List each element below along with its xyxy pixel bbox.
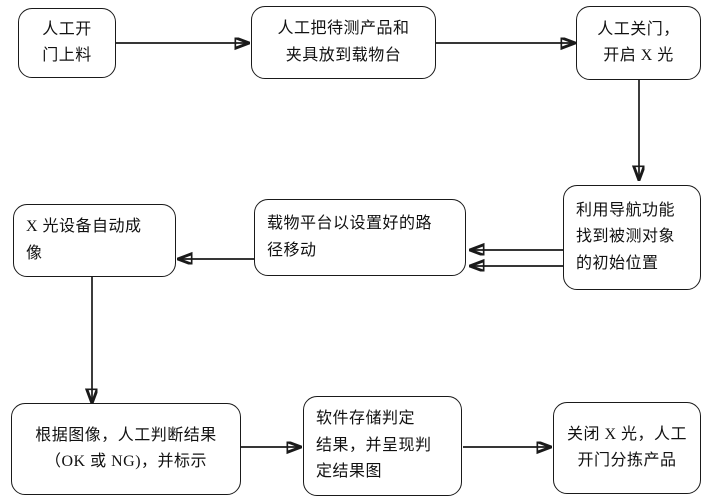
node-navigate-to-initial-position[interactable]: 利用导航功能 找到被测对象 的初始位置 [563,185,701,290]
node-manual-open-door-load[interactable]: 人工开 门上料 [18,8,116,78]
node-label: 根据图像，人工判断结果 （OK 或 NG)，并标示 [35,426,217,470]
node-label: X 光设备自动成 像 [26,218,142,262]
node-label: 人工关门， 开启 X 光 [597,20,680,64]
node-manual-judge-result[interactable]: 根据图像，人工判断结果 （OK 或 NG)，并标示 [11,403,241,495]
node-label: 利用导航功能 找到被测对象 的初始位置 [576,201,676,272]
node-turn-off-xray-sort-products[interactable]: 关闭 X 光，人工 开门分拣产品 [553,402,701,494]
node-software-store-result[interactable]: 软件存储判定 结果，并呈现判 定结果图 [303,396,462,496]
node-xray-auto-imaging[interactable]: X 光设备自动成 像 [13,204,176,277]
node-stage-moves-along-path[interactable]: 载物平台以设置好的路 径移动 [254,199,466,276]
node-close-door-turn-on-xray[interactable]: 人工关门， 开启 X 光 [576,6,701,80]
node-place-product-and-fixture[interactable]: 人工把待测产品和 夹具放到载物台 [251,6,436,79]
node-label: 载物平台以设置好的路 径移动 [267,215,433,259]
node-label: 关闭 X 光，人工 开门分拣产品 [566,425,688,469]
node-label: 人工把待测产品和 夹具放到载物台 [277,20,410,64]
node-label: 人工开 门上料 [42,20,92,64]
node-label: 软件存储判定 结果，并呈现判 定结果图 [316,410,432,481]
